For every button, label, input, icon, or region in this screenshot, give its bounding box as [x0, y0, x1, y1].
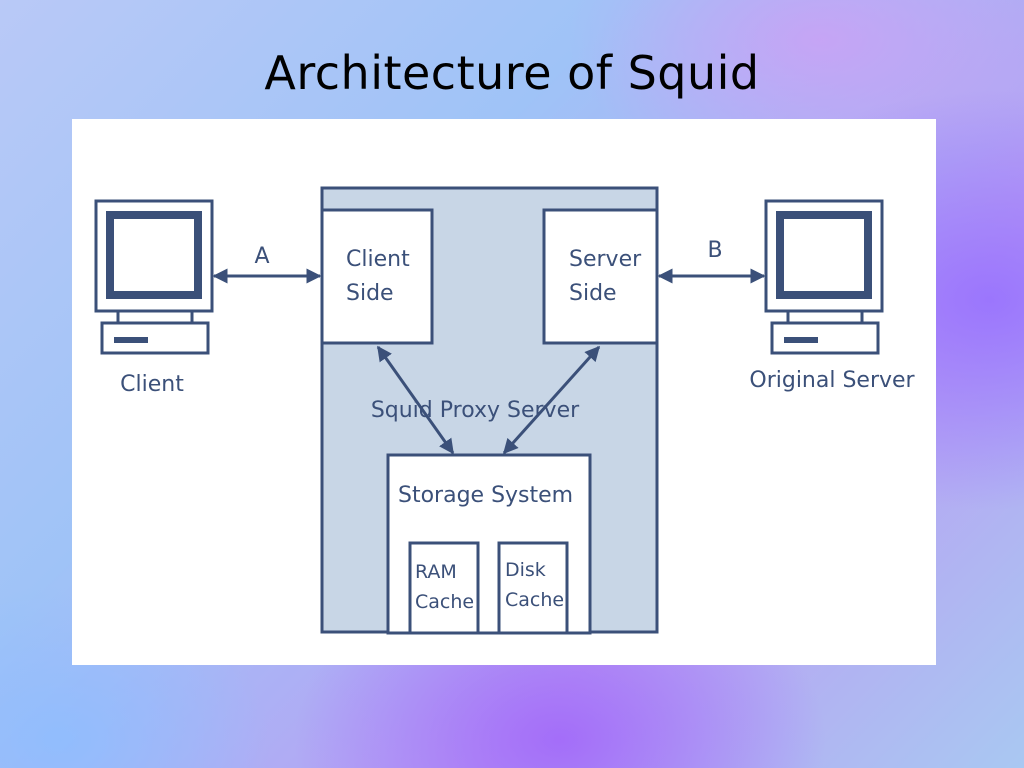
server-side-box: [542, 208, 659, 345]
server-side-storage-arrow: [502, 345, 601, 455]
server-side-line1: Server: [569, 247, 642, 272]
client-side-box: [320, 208, 434, 345]
client-side-storage-arrow: [376, 345, 455, 455]
server-side-line2: Side: [569, 281, 617, 306]
client-label: Client: [120, 372, 184, 397]
disk-cache-line1: Disk: [505, 559, 546, 581]
server-computer-icon: [764, 199, 884, 355]
disk-cache-box: [497, 541, 569, 635]
client-computer-icon: [94, 199, 214, 355]
server-label: Original Server: [749, 368, 915, 393]
storage-system-label: Storage System: [398, 483, 573, 508]
ram-cache-line1: RAM: [415, 561, 457, 583]
client-side-line2: Side: [346, 281, 394, 306]
architecture-diagram: Client Original Server Squid Proxy Serve…: [72, 119, 936, 665]
slide-title: Architecture of Squid: [264, 46, 760, 100]
link-b-label: B: [707, 238, 722, 263]
disk-cache-line2: Cache: [505, 589, 564, 611]
link-a-label: A: [254, 244, 269, 269]
ram-cache-box: [408, 541, 480, 635]
client-side-line1: Client: [346, 247, 410, 272]
ram-cache-line2: Cache: [415, 591, 474, 613]
